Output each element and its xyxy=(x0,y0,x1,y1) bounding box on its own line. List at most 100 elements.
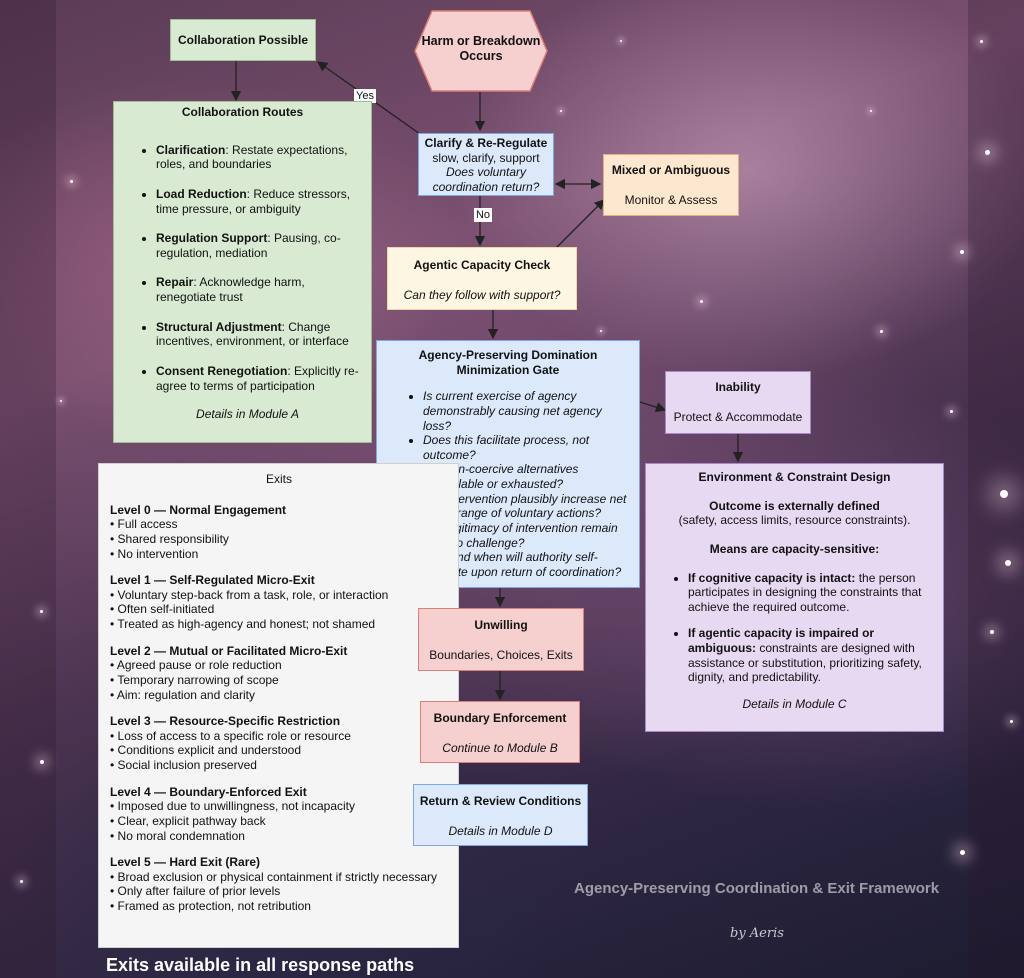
mixed-sub: Monitor & Assess xyxy=(624,192,718,207)
exit-level-item: • Voluntary step-back from a task, role,… xyxy=(110,587,389,602)
exit-level-item: • Often self-initiated xyxy=(110,602,215,617)
exit-level-item: • Agreed pause or role reduction xyxy=(110,658,282,673)
star xyxy=(20,880,23,883)
exit-level: Level 5 — Hard Exit (Rare)• Broad exclus… xyxy=(110,855,448,914)
env-condition-text: constraints are designed with assistance… xyxy=(688,641,922,685)
arrow-agentic-to-mixed xyxy=(555,199,605,249)
footer-note: Exits available in all response paths xyxy=(106,955,415,975)
env-condition-term: If cognitive capacity is intact: xyxy=(688,570,856,585)
exit-level: Level 4 — Boundary-Enforced Exit• Impose… xyxy=(110,785,448,844)
framework-brand: Agency-Preserving Coordination & Exit Fr… xyxy=(574,880,940,897)
route-text: : Restate expectations, roles, and bound… xyxy=(156,142,348,172)
route-text: : Acknowledge harm, renegotiate trust xyxy=(156,275,305,304)
exit-level-item: • Full access xyxy=(110,517,178,532)
exits-title: Exits xyxy=(265,472,292,486)
exit-level-item: • Aim: regulation and clarity xyxy=(110,687,255,702)
gate-question: Will intervention plausibly increase net… xyxy=(423,492,631,521)
agentic-check-box: Agentic Capacity Check Can they follow w… xyxy=(387,247,577,310)
yes-label: Yes xyxy=(354,89,376,103)
collaboration-routes-box: Collaboration Routes Clarification: Rest… xyxy=(113,101,372,443)
env-condition-text: the person participates in designing the… xyxy=(688,570,922,614)
routes-list: Clarification: Restate expectations, rol… xyxy=(136,143,359,394)
exit-level-item: • No intervention xyxy=(110,546,199,561)
star xyxy=(620,40,622,42)
exit-level-item: • Imposed due to unwillingness, not inca… xyxy=(110,799,356,814)
exit-level-item: • Loss of access to a specific role or r… xyxy=(110,728,351,743)
env-condition: If agentic capacity is impaired or ambig… xyxy=(688,626,929,685)
exit-level-item: • Clear, explicit pathway back xyxy=(110,813,266,828)
route-item: Repair: Acknowledge harm, renegotiate tr… xyxy=(156,275,359,304)
exit-level-item: • Framed as protection, not retribution xyxy=(110,899,311,913)
exit-levels: Level 0 — Normal Engagement• Full access… xyxy=(110,503,448,914)
route-text: : Reduce stressors, time pressure, or am… xyxy=(156,186,351,216)
left-edge-shade xyxy=(0,0,56,978)
env-outcome-text: (safety, access limits, resource constra… xyxy=(678,513,911,528)
route-item: Structural Adjustment: Change incentives… xyxy=(156,320,359,349)
route-term: Regulation Support xyxy=(156,231,268,246)
exit-level-title: Level 2 — Mutual or Facilitated Micro-Ex… xyxy=(110,643,348,658)
clarify-box: Clarify & Re-Regulate slow, clarify, sup… xyxy=(418,133,554,196)
star xyxy=(1005,560,1011,566)
exit-level-title: Level 3 — Resource-Specific Restriction xyxy=(110,714,341,729)
exit-level-title: Level 0 — Normal Engagement xyxy=(110,502,287,517)
star xyxy=(1010,720,1013,723)
route-term: Structural Adjustment xyxy=(156,319,282,334)
inability-sub: Protect & Accommodate xyxy=(673,409,803,424)
route-text: : Pausing, co-regulation, mediation xyxy=(156,231,341,260)
routes-details: Details in Module A xyxy=(196,407,299,422)
inability-title: Inability xyxy=(715,380,761,394)
return-review-box: Return & Review Conditions Details in Mo… xyxy=(413,784,588,846)
star xyxy=(870,110,872,112)
star xyxy=(70,180,73,183)
exit-level-item: • Conditions explicit and understood xyxy=(110,743,301,758)
exit-level-item: • Broad exclusion or physical containmen… xyxy=(110,869,438,884)
env-conditions: If cognitive capacity is intact: the per… xyxy=(668,571,929,685)
agentic-title: Agentic Capacity Check xyxy=(413,258,551,272)
star xyxy=(960,850,965,855)
exit-level-title: Level 4 — Boundary-Enforced Exit xyxy=(110,784,307,799)
exit-level: Level 2 — Mutual or Facilitated Micro-Ex… xyxy=(110,644,448,703)
exit-level: Level 1 — Self-Regulated Micro-Exit• Vol… xyxy=(110,573,448,632)
unwilling-box: Unwilling Boundaries, Choices, Exits xyxy=(418,608,584,671)
env-means-title: Means are capacity-sensitive: xyxy=(709,541,880,556)
star xyxy=(60,400,62,402)
star xyxy=(1000,490,1008,498)
gate-question: Does this facilitate process, not outcom… xyxy=(423,433,631,462)
star xyxy=(990,630,994,634)
harm-title: Harm or Breakdown Occurs xyxy=(421,34,541,64)
env-condition-term: If agentic capacity is impaired or ambig… xyxy=(688,626,875,655)
exit-level-item: • No moral condemnation xyxy=(110,828,245,843)
exit-level-title: Level 1 — Self-Regulated Micro-Exit xyxy=(110,573,315,588)
exit-level-item: • Temporary narrowing of scope xyxy=(110,672,279,687)
clarify-sub: slow, clarify, support xyxy=(432,150,540,165)
route-text: : Explicitly re-agree to terms of partic… xyxy=(156,363,359,393)
gate-questions: Is current exercise of agency demonstrab… xyxy=(403,389,631,579)
boundary-sub: Continue to Module B xyxy=(442,740,558,755)
star xyxy=(40,760,44,764)
exit-level-item: • Shared responsibility xyxy=(110,531,229,546)
clarify-title: Clarify & Re-Regulate xyxy=(424,136,548,150)
exits-panel: Exits Level 0 — Normal Engagement• Full … xyxy=(98,463,459,948)
no-label: No xyxy=(474,208,492,222)
inability-box: Inability Protect & Accommodate xyxy=(665,371,811,434)
agentic-question: Can they follow with support? xyxy=(403,287,561,302)
review-sub: Details in Module D xyxy=(448,823,553,838)
route-item: Load Reduction: Reduce stressors, time p… xyxy=(156,187,359,216)
boundary-enforcement-box: Boundary Enforcement Continue to Module … xyxy=(420,701,580,763)
gate-question: How and when will authority self-liquida… xyxy=(423,550,631,579)
star xyxy=(950,410,953,413)
route-item: Clarification: Restate expectations, rol… xyxy=(156,143,359,172)
route-term: Load Reduction xyxy=(156,186,247,201)
route-item: Consent Renegotiation: Explicitly re-agr… xyxy=(156,364,359,393)
mixed-box: Mixed or Ambiguous Monitor & Assess xyxy=(603,154,739,216)
clarify-question: Does voluntary coordination return? xyxy=(432,165,540,194)
mixed-title: Mixed or Ambiguous xyxy=(611,163,731,177)
star xyxy=(600,330,602,332)
routes-title: Collaboration Routes xyxy=(181,105,304,119)
route-term: Repair xyxy=(156,275,194,290)
env-title: Environment & Constraint Design xyxy=(698,470,891,484)
star xyxy=(40,610,43,613)
env-condition: If cognitive capacity is intact: the per… xyxy=(688,571,929,615)
arrow-gate-to-inability xyxy=(639,401,667,413)
